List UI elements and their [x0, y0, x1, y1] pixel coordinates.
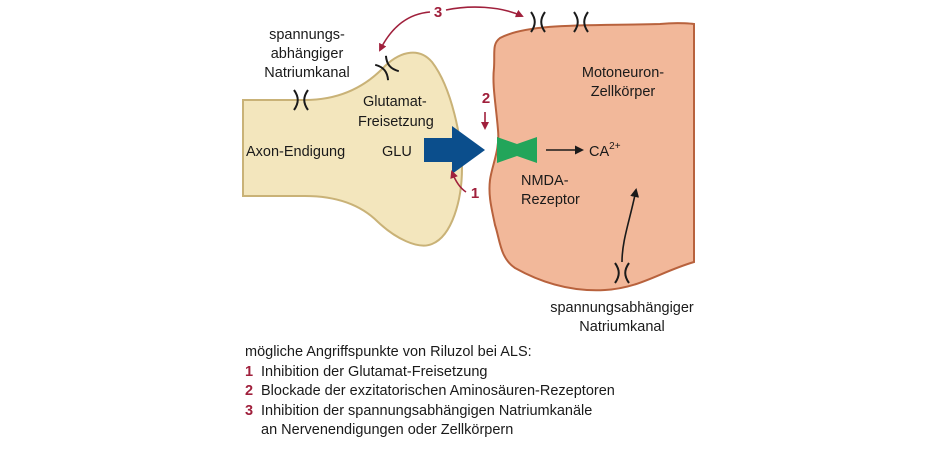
glutamat-label-line1: Glutamat- — [363, 94, 427, 110]
cell-label-line1: Motoneuron- — [582, 65, 664, 81]
legend-item: 2 Blockade der exzitatorischen Aminosäur… — [245, 382, 845, 402]
legend-item-continuation: an Nervenendigungen oder Zellkörpern — [261, 422, 514, 438]
legend-item-text: Inhibition der spannungsabhängigen Natri… — [261, 402, 593, 419]
legend: mögliche Angriffspunkte von Riluzol bei … — [245, 343, 845, 441]
ion-channel-icon — [530, 11, 546, 33]
legend-item-number: 2 — [245, 383, 254, 399]
glutamat-label-line2: Freisetzung — [358, 114, 434, 130]
axon-label: Axon-Endigung — [246, 144, 345, 160]
ion-channel-icon — [374, 55, 400, 81]
legend-item-number: 3 — [245, 402, 254, 419]
channel-top-label-line1: spannungs- — [269, 27, 345, 43]
ion-channel-icon — [293, 89, 309, 111]
legend-item-text: Blockade der exzitatorischen Aminosäuren… — [261, 383, 615, 399]
channel-bottom-label-line2: Natriumkanal — [579, 319, 664, 335]
legend-item-number: 1 — [245, 363, 254, 380]
riluzol-diagram: 3 2 1 Axon-Endigung GLU Glutamat- Freise… — [242, 4, 695, 335]
ca-label: CA2+ — [589, 141, 621, 160]
motoneuron-cell-body — [488, 22, 695, 292]
marker-2: 2 — [482, 90, 490, 107]
marker-3-arrow-right — [445, 6, 524, 18]
marker-1-arrow — [450, 170, 467, 193]
legend-item-text: Inhibition der Glutamat-Freisetzung — [261, 363, 488, 380]
nmda-label-line1: NMDA- — [521, 173, 569, 189]
channel-bottom-label-line1: spannungsabhängiger — [550, 300, 694, 316]
channel-top-label-line3: Natriumkanal — [264, 65, 349, 81]
legend-item: 1 Inhibition der Glutamat-Freisetzung — [245, 363, 845, 383]
channel-top-label-line2: abhängiger — [271, 46, 344, 62]
legend-item: 3 Inhibition der spannungsabhängigen Nat… — [245, 402, 845, 422]
nmda-label-line2: Rezeptor — [521, 192, 580, 208]
marker-3-arrow-left — [379, 11, 431, 52]
legend-heading: mögliche Angriffspunkte von Riluzol bei … — [245, 344, 532, 360]
block-arrow-right-icon — [424, 126, 485, 174]
ion-channel-icon — [614, 262, 630, 284]
ca-superscript: 2+ — [609, 141, 621, 152]
marker-3: 3 — [434, 4, 442, 21]
bottom-channel-arrow — [621, 188, 640, 263]
glu-label: GLU — [382, 144, 412, 160]
marker-1: 1 — [471, 185, 479, 202]
ion-channel-icon — [573, 11, 589, 33]
nmda-receptor-icon — [497, 137, 537, 163]
cell-label-line2: Zellkörper — [591, 84, 656, 100]
